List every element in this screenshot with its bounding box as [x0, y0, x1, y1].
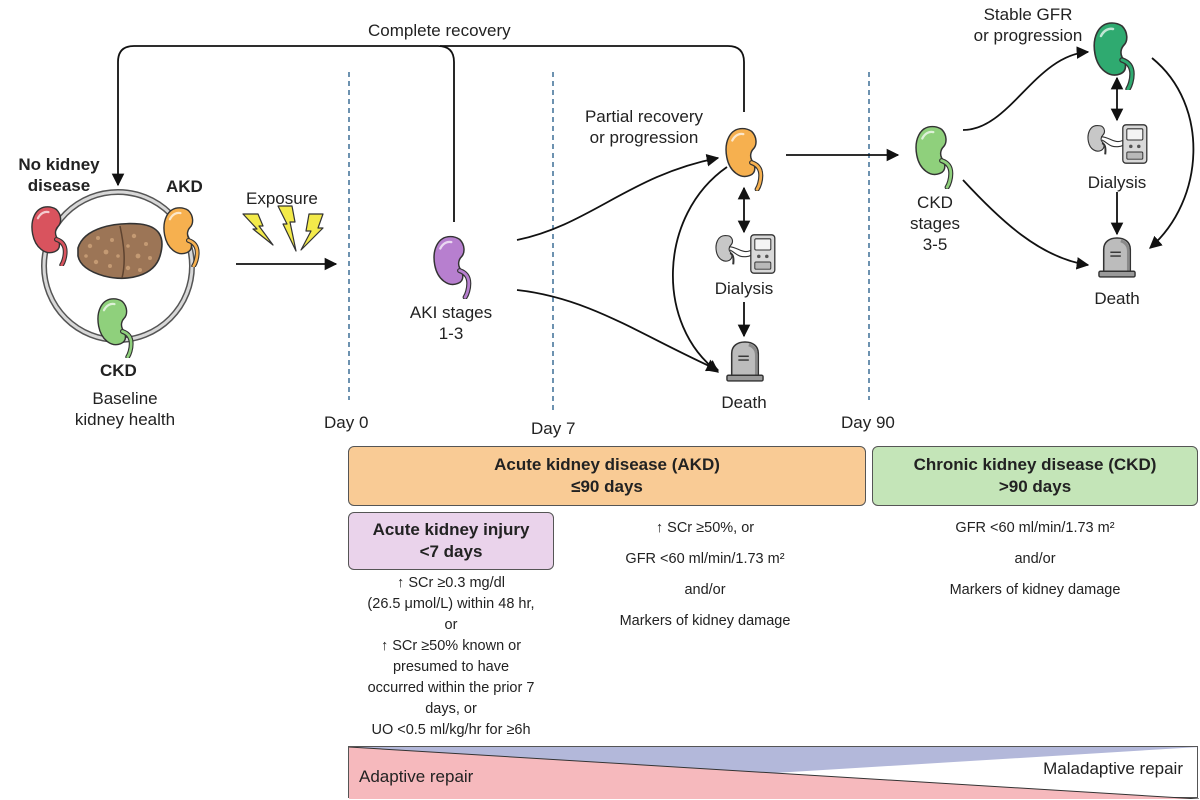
death-ckd-label: Death — [1094, 289, 1140, 308]
akd-recovery-connector — [440, 45, 745, 112]
ckd-criteria-text: GFR <60 ml/min/1.73 m² and/or Markers of… — [949, 520, 1121, 598]
baseline-kidney-health-label: Baseline kidney health — [74, 389, 176, 429]
kidney-akd-icon — [726, 129, 761, 190]
exposure-label: Exposure — [246, 189, 318, 208]
exposure-bolts-icon — [242, 205, 324, 252]
aki-stages-label: AKI stages 1-3 — [409, 303, 493, 343]
ckd-to-stable-arrow — [962, 46, 1090, 131]
tombstone-akd-icon — [726, 340, 764, 382]
kidney-ckd-icon — [916, 127, 951, 188]
adaptive-repair-label: Adaptive repair — [359, 767, 474, 786]
akd-box: Acute kidney disease (AKD) ≤90 days — [348, 446, 866, 506]
day7-label: Day 7 — [531, 419, 576, 438]
tombstone-ckd-icon — [1098, 236, 1136, 278]
dialysis-machine-ckd-icon — [1086, 123, 1148, 165]
ckd-ring-label: CKD — [100, 361, 137, 380]
death-akd-label: Death — [721, 393, 767, 412]
aki-to-death-arrow — [516, 289, 720, 372]
complete-recovery-arrow — [111, 45, 455, 222]
dialysis-akd-label: Dialysis — [714, 279, 774, 298]
aki-box: Acute kidney injury <7 days — [348, 512, 554, 570]
kidney-stable-icon — [1094, 23, 1132, 89]
repair-spectrum-bar: Adaptive repair Maladaptive repair — [348, 746, 1199, 799]
kidney-ckd-ring-icon — [98, 299, 131, 357]
day0-label: Day 0 — [324, 413, 369, 432]
maladaptive-repair-label: Maladaptive repair — [1043, 759, 1183, 778]
stable-gfr-label: Stable GFR or progression — [973, 5, 1083, 45]
akd-to-death-curve — [672, 166, 728, 373]
complete-recovery-label: Complete recovery — [368, 21, 511, 40]
dialysis-ckd-label: Dialysis — [1087, 173, 1147, 192]
no-kidney-disease-label: No kidney disease — [18, 155, 100, 195]
kidney-aki-icon — [434, 237, 469, 298]
kidney-no-disease-icon — [32, 207, 65, 265]
liver-illustration — [77, 222, 163, 279]
dialysis-machine-akd-icon — [714, 233, 776, 275]
aki-criteria-text: ↑ SCr ≥0.3 mg/dl (26.5 μmol/L) within 48… — [367, 575, 535, 738]
day90-label: Day 90 — [841, 413, 895, 432]
ckd-to-death-arrow — [962, 179, 1090, 270]
ckd-stages-label: CKD stages 3-5 — [909, 193, 961, 254]
akd-criteria-text: ↑ SCr ≥50%, or GFR <60 ml/min/1.73 m² an… — [619, 520, 791, 629]
partial-recovery-label: Partial recovery or progression — [584, 107, 704, 147]
akd-ring-label: AKD — [166, 177, 203, 196]
ckd-box: Chronic kidney disease (CKD) >90 days — [872, 446, 1198, 506]
aki-to-akd-arrow — [516, 153, 720, 241]
stable-to-death-arrow — [1149, 57, 1195, 249]
